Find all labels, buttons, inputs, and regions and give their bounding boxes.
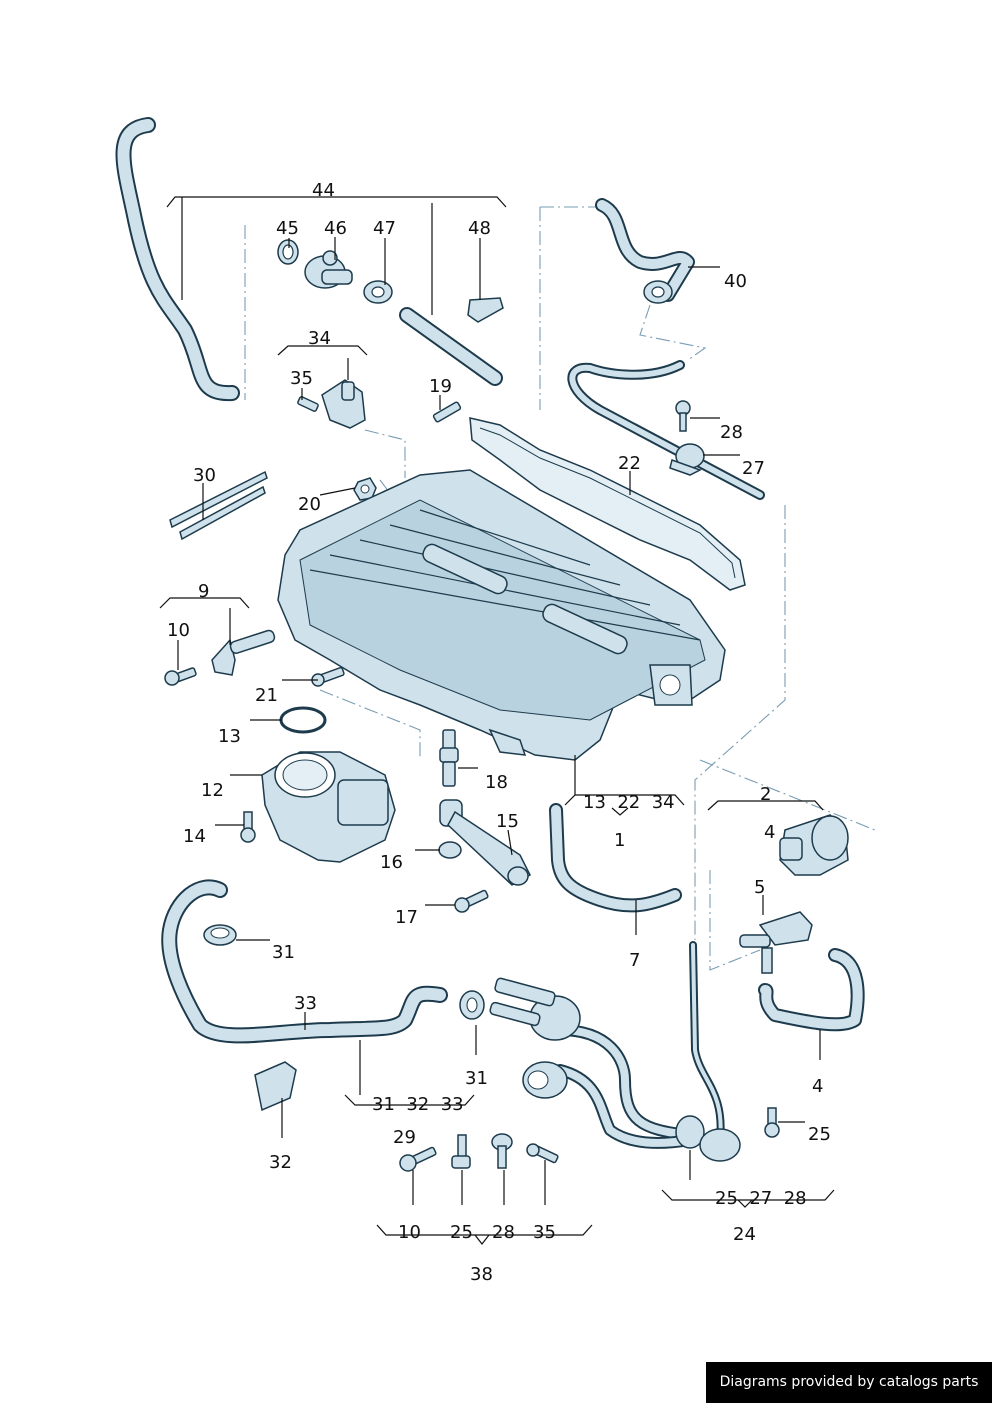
label-25-right: 25	[808, 1124, 831, 1145]
label-2: 2	[760, 784, 771, 805]
sensor-5	[739, 911, 813, 974]
label-35: 35	[290, 368, 313, 389]
label-24: 24	[733, 1224, 756, 1245]
label-27-top: 27	[742, 458, 765, 479]
bracket-32	[254, 1061, 297, 1112]
valve-assembly	[489, 977, 581, 1099]
hose-44-short	[399, 307, 503, 386]
label-22: 22	[618, 453, 641, 474]
pipe-24	[554, 941, 725, 1149]
label-group-38-28: 28	[492, 1222, 515, 1243]
label-5: 5	[754, 877, 765, 898]
label-38: 38	[470, 1264, 493, 1285]
credit-banner: Diagrams provided by catalogs parts	[706, 1362, 992, 1403]
label-46: 46	[324, 218, 347, 239]
label-group-38-25: 25	[450, 1222, 473, 1243]
label-16: 16	[380, 852, 403, 873]
bolt-35	[297, 396, 319, 412]
label-group-1: 13 22 34	[583, 792, 675, 813]
stud-18	[439, 729, 459, 787]
hose-33	[161, 879, 448, 1044]
label-45: 45	[276, 218, 299, 239]
label-20: 20	[298, 494, 321, 515]
label-30: 30	[193, 465, 216, 486]
label-13: 13	[218, 726, 241, 747]
label-group-38-35: 35	[533, 1222, 556, 1243]
label-4-upper: 4	[764, 822, 775, 843]
bolt-35-lower	[526, 1143, 559, 1164]
label-40: 40	[724, 271, 747, 292]
label-28-top: 28	[720, 422, 743, 443]
label-47: 47	[373, 218, 396, 239]
fitting-40	[643, 280, 673, 304]
leader-lines	[159, 196, 835, 1245]
label-33: 33	[294, 993, 317, 1014]
nut-20	[353, 477, 377, 501]
label-29: 29	[393, 1127, 416, 1148]
throttle-body-12	[261, 751, 396, 863]
clamp-27	[669, 443, 705, 476]
label-group-24: 25 27 28	[715, 1188, 807, 1209]
label-34: 34	[308, 328, 331, 349]
label-14: 14	[183, 826, 206, 847]
bolt-10	[164, 667, 197, 686]
bolt-29	[399, 1146, 437, 1172]
label-21: 21	[255, 685, 278, 706]
label-17: 17	[395, 907, 418, 928]
label-4-lower: 4	[812, 1076, 823, 1097]
sensor-34	[321, 379, 366, 429]
stud-19	[432, 401, 462, 423]
label-32: 32	[269, 1152, 292, 1173]
label-group-38-10: 10	[398, 1222, 421, 1243]
label-31-lower: 31	[465, 1068, 488, 1089]
clamp-31-upper	[203, 924, 237, 946]
valve-46	[304, 250, 353, 289]
intake-manifold	[277, 469, 726, 761]
clamp-31-lower	[459, 990, 485, 1020]
bolt-21	[311, 666, 345, 687]
label-15: 15	[496, 811, 519, 832]
strap-30	[169, 470, 268, 541]
label-31-upper: 31	[272, 942, 295, 963]
bolt-17	[454, 889, 489, 913]
part-labels: 44 45 46 47 48 40 34 35 19 28 27 22 30 2…	[167, 180, 831, 1285]
label-10-left: 10	[167, 620, 190, 641]
label-1: 1	[614, 830, 625, 851]
pipe-27	[567, 360, 765, 500]
bracket-15	[439, 799, 531, 886]
sensor-9	[211, 629, 276, 676]
bolt-14	[240, 811, 256, 843]
label-group-31-32-33: 31 32 33	[372, 1094, 464, 1115]
label-12: 12	[201, 780, 224, 801]
gasket-22	[469, 417, 746, 591]
clamp-45	[277, 239, 299, 265]
hose-40	[595, 198, 695, 302]
bolt-25-right	[764, 1107, 780, 1138]
label-18: 18	[485, 772, 508, 793]
bracket-48	[467, 297, 504, 323]
label-44: 44	[312, 180, 335, 201]
hose-44	[115, 117, 240, 402]
label-7: 7	[629, 950, 640, 971]
pipe-7	[549, 803, 682, 913]
valve-24	[675, 1115, 741, 1162]
bolt-28-lower	[491, 1133, 513, 1169]
hose-4	[758, 948, 865, 1032]
bush-16	[438, 841, 462, 859]
seal-13	[279, 706, 327, 734]
label-48: 48	[468, 218, 491, 239]
bolt-28-top	[675, 400, 691, 432]
clip-47	[363, 280, 393, 304]
valve-2	[779, 814, 849, 876]
label-19: 19	[429, 376, 452, 397]
label-9: 9	[198, 581, 209, 602]
bolt-25-lower	[451, 1134, 471, 1169]
